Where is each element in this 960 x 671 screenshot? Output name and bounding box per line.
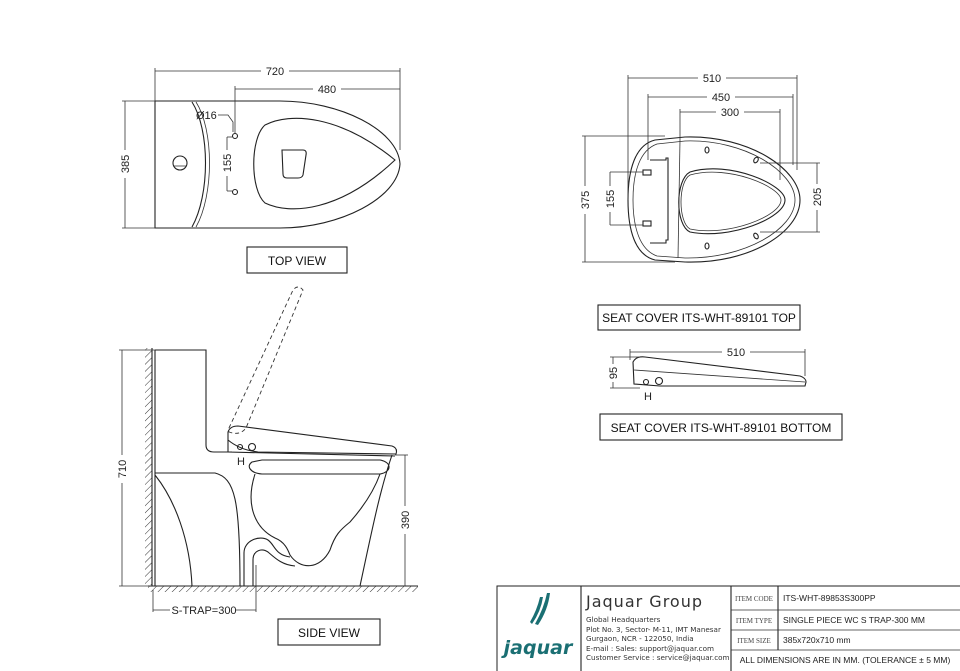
seat-base [227, 440, 396, 457]
side-view-label: SIDE VIEW [298, 626, 361, 640]
dim-hole-spacing: 155 [222, 154, 234, 172]
top-view-outline [154, 100, 401, 229]
floor-hatch [148, 586, 418, 592]
svg-text:H: H [237, 456, 245, 468]
seat-top-view: 510 450 300 375 155 205 SEAT COVER ITS-W… [579, 71, 824, 331]
dim-mount-spacing: 155 [605, 190, 617, 208]
top-view-label: TOP VIEW [268, 254, 327, 268]
seat-bottom-label-box [599, 413, 843, 441]
svg-text:H: H [644, 391, 652, 403]
item-type-value: SINGLE PIECE WC S TRAP-300 MM [783, 615, 925, 625]
tank-separator [191, 101, 207, 228]
seat-top-label: SEAT COVER ITS-WHT-89101 TOP [602, 311, 796, 325]
item-type-key: ITEM TYPE [736, 617, 772, 625]
email-service: Customer Service : service@jaquar.com [586, 653, 730, 662]
jaquar-logo: jaquar [501, 593, 574, 659]
side-view-label-box [277, 618, 381, 646]
seat-top-label-box [597, 304, 801, 331]
dim-length: 720 [266, 66, 284, 78]
bowl-rim [253, 117, 396, 210]
dim-outlet-distance: 480 [318, 84, 336, 96]
title-block: jaquar Jaquar Group Global Headquarters … [496, 585, 960, 671]
dim-height: 710 [117, 460, 129, 478]
flush-button-icon [172, 155, 188, 171]
address-line: Global Headquarters [586, 615, 661, 624]
dim-bottom-height: 95 [608, 367, 620, 379]
dim-seat-width: 375 [580, 191, 592, 209]
seat-side-outline [632, 356, 807, 387]
dim-trap: S-TRAP=300 [171, 605, 236, 617]
bowl-outlet [281, 149, 307, 179]
mounting-hole [231, 188, 239, 196]
item-code-key: ITEM CODE [735, 595, 773, 603]
dim-width: 385 [120, 155, 132, 173]
bowl [248, 454, 393, 587]
dim-hole-diameter: Ø16 [196, 110, 217, 122]
hinge-plate [650, 157, 669, 244]
seat-opening [678, 168, 786, 235]
side-view: H 710 390 S-TRAP=300 SIDE VIEW [116, 286, 418, 646]
top-view-label-box [246, 246, 348, 274]
seat-bottom-view: H 510 95 SEAT COVER ITS-WHT-89101 BOTTOM [599, 345, 843, 441]
top-view: 720 480 385 Ø16 155 TOP VIEW [119, 64, 401, 274]
address-line: Gurgaon, NCR - 122050, India [586, 634, 694, 643]
dim-bottom-length: 510 [727, 347, 745, 359]
toilet-body [154, 349, 241, 587]
item-size-key: ITEM SIZE [737, 637, 771, 645]
address-line: Plot No. 3, Sector- M-11, IMT Manesar [586, 625, 721, 634]
dim-seat-length: 510 [703, 73, 721, 85]
lid-open-outline [228, 286, 304, 434]
s-trap [243, 537, 296, 586]
seat-bottom-label: SEAT COVER ITS-WHT-89101 BOTTOM [611, 421, 832, 435]
item-code-value: ITS-WHT-89853S300PP [783, 593, 876, 603]
dim-seat-height: 390 [400, 511, 412, 529]
mounting-hole [231, 132, 239, 140]
dimensions-note: ALL DIMENSIONS ARE IN MM. (TOLERANCE ± 5… [740, 655, 951, 665]
item-size-value: 385x720x710 mm [783, 635, 851, 645]
company-name: Jaquar Group [585, 592, 703, 611]
svg-text:jaquar: jaquar [501, 637, 574, 659]
dim-opening-width: 205 [812, 188, 824, 206]
wall-hatch [145, 348, 152, 585]
dim-seat-opening: 300 [721, 107, 739, 119]
email-sales: E-mail : Sales: support@jaquar.com [586, 644, 714, 653]
seat-closed [227, 425, 398, 455]
dim-seat-inner-length: 450 [712, 92, 730, 104]
